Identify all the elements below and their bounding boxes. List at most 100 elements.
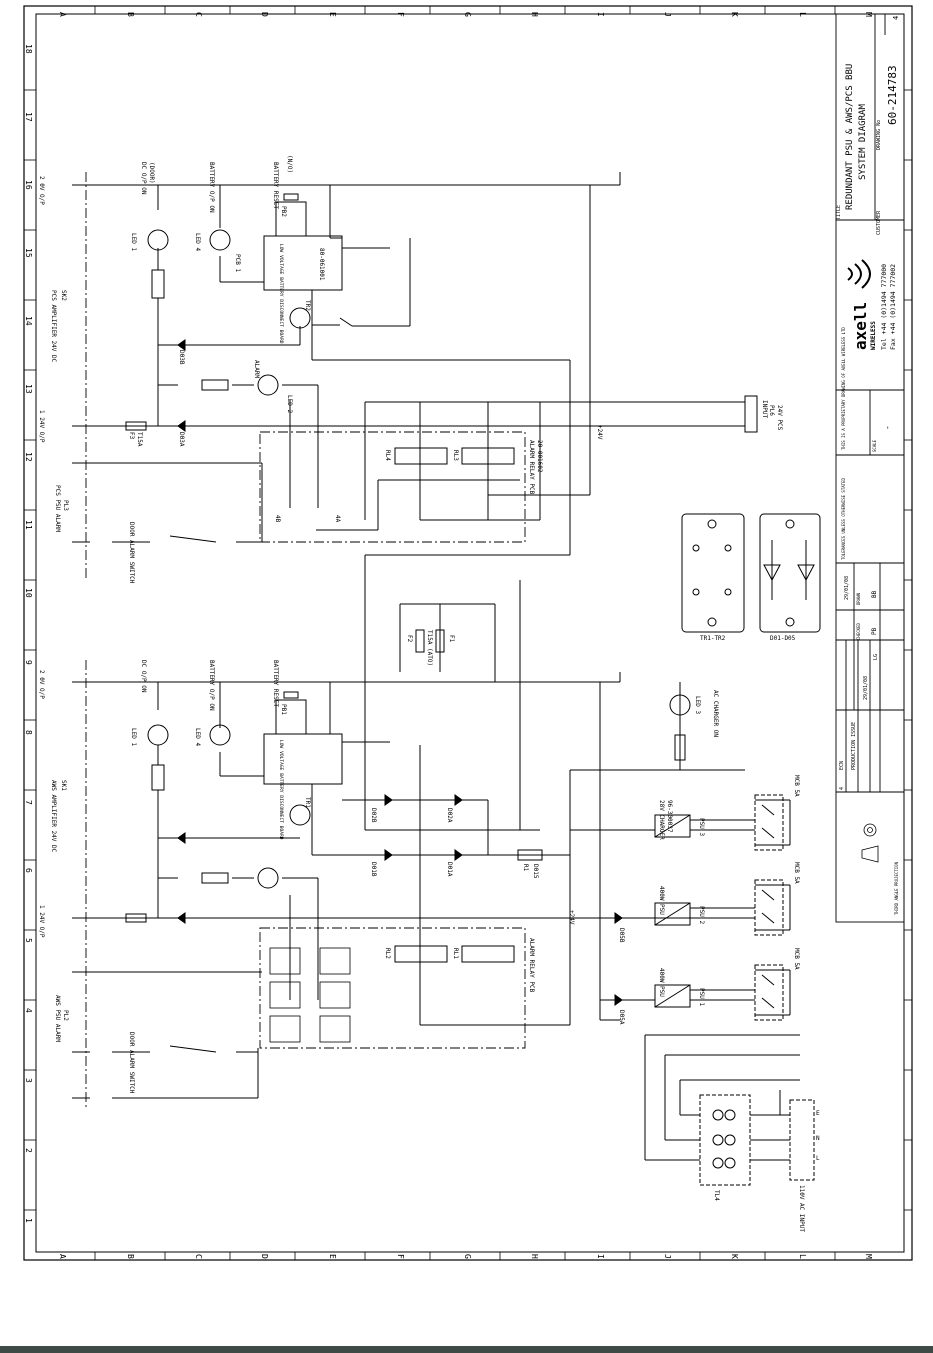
- grid-col-m: M: [864, 12, 873, 17]
- d01a-diode: [454, 849, 463, 861]
- grid-col-e: E: [328, 12, 337, 17]
- d01b-label: D01B: [370, 862, 377, 877]
- door-top-label: (DOOR): [148, 162, 155, 184]
- date-value: 29/01/08: [844, 576, 850, 600]
- led1-bottom-label: LED 1: [130, 728, 137, 746]
- op2-top-label: 2 0V O/P: [38, 176, 45, 205]
- d03b-label: D03B: [178, 350, 185, 365]
- grid-col-j: J: [663, 12, 672, 17]
- grid-col-b: B: [126, 12, 135, 17]
- ac-input-label: 110V AC INPUT: [798, 1185, 805, 1232]
- battery-reset-bottom-label: BATTERY RESET: [272, 660, 279, 707]
- grid-ticks: [24, 6, 912, 1260]
- amp-boundaries: [85, 172, 526, 1110]
- grid-row-18: 18: [24, 44, 33, 54]
- grid-row-5: 5: [24, 938, 33, 943]
- grid-col-f: F: [396, 12, 405, 17]
- led4-top-label: LED 4: [194, 233, 201, 251]
- grid-col-d: D: [260, 12, 269, 17]
- d05a-label: D05A: [618, 1010, 625, 1025]
- resistor-top: [151, 269, 165, 299]
- grid-row-14: 14: [24, 316, 33, 326]
- relay-pcb-top-label: ALARM RELAY PCB: [528, 440, 535, 495]
- d02b-diode: [384, 794, 393, 806]
- pcs-psu-alarm-label: PCS PSU ALARM: [54, 485, 61, 532]
- grid-row-6: 6: [24, 868, 33, 873]
- relay-pcb-bottom-label: ALARM RELAY PCB: [528, 938, 535, 993]
- title-block-text: TITLE REDUNDANT PSU & AWS/PCS BBU SYSTEM…: [836, 16, 900, 915]
- grid-col-e-bottom: E: [328, 1254, 337, 1259]
- bottom-wiring: [72, 580, 800, 1161]
- led4-bottom: [209, 724, 231, 746]
- psu-400w-2-label: 400W PSU: [658, 886, 665, 915]
- led1-top-label: LED 1: [130, 233, 137, 251]
- revision-by: LG: [873, 654, 879, 660]
- issue-number: 4: [892, 16, 900, 20]
- charger-label: 28V CHARGER: [658, 800, 665, 840]
- grid-col-j-bottom: J: [663, 1254, 672, 1259]
- no-top-label: (N/O): [286, 155, 293, 173]
- sk1-label: SK1: [60, 780, 67, 791]
- resistor-bottom: [151, 764, 165, 791]
- tr2-label: TR2: [304, 300, 311, 311]
- t15a-top-label: T15A: [136, 432, 143, 447]
- d01a-label: D01A: [446, 862, 453, 877]
- led2-top: [257, 374, 279, 396]
- grid-row-13: 13: [24, 384, 33, 394]
- battery-op-on-top-label: BATTERY O/P ON: [208, 162, 215, 213]
- terminal-e: E: [816, 1110, 820, 1117]
- led2-bottom: [257, 867, 279, 889]
- lvd-board-bottom-label: LOW VOLTAGE BATTERY DISCONNECT BOARD: [278, 740, 284, 840]
- op1-bottom-label: 1 24V O/P: [38, 905, 45, 938]
- grid-row-labels: 18 17 16 15 14 13 12 11 10 9 8 7 6 5 4 3…: [24, 44, 33, 1223]
- grid-row-2: 2: [24, 1148, 33, 1153]
- d03b-diode-top: [177, 339, 186, 351]
- grid-row-15: 15: [24, 248, 33, 258]
- axell-logo-mark: [847, 259, 871, 289]
- lvd-part-top-label: 80-061001: [318, 248, 325, 281]
- grid-row-7: 7: [24, 800, 33, 805]
- tr-package-label: TR1-TR2: [700, 635, 726, 642]
- mcb2-label: MCB 5A: [793, 862, 800, 884]
- ac-charger-on-label: AC CHARGER ON: [712, 690, 719, 737]
- company-fax: Fax +44 (0)1494 777002: [889, 264, 897, 350]
- charger-part-label: 96-300037: [666, 800, 673, 833]
- lvd-board-top: [263, 235, 343, 291]
- scale-label: SCALE: [872, 439, 877, 452]
- alarm-top-label: ALARM: [253, 360, 260, 378]
- fuse-f1: [435, 629, 445, 653]
- grid-col-m-bottom: M: [864, 1254, 873, 1259]
- revision-2-desc: ECN: [839, 761, 845, 770]
- title-line-1: REDUNDANT PSU & AWS/PCS BBU: [845, 64, 855, 210]
- checked-label: CHECKED: [856, 623, 861, 640]
- led3-ac-charger: [669, 694, 691, 716]
- inner-frame: [35, 13, 905, 1253]
- resistor-top-2: [201, 379, 229, 391]
- d01b-diode: [384, 849, 393, 861]
- plus24v-top-label: +24V: [596, 425, 603, 440]
- led4-bottom-label: LED 4: [194, 728, 201, 746]
- terminal-n: N: [816, 1135, 820, 1142]
- rl2: [394, 945, 448, 963]
- f2-label: F2: [406, 635, 413, 643]
- pcs-amplifier-label: PCS AMPLIFIER 24V DC: [50, 290, 57, 363]
- d05b-label: D05B: [618, 928, 625, 943]
- customer-label: CUSTOMER: [876, 210, 882, 235]
- rl4-label: RL4: [384, 450, 391, 461]
- led3-label: LED 3: [694, 696, 701, 714]
- dc-op-on-top-label: DC O/P ON: [140, 162, 147, 195]
- d03a-top-label: D03A: [178, 432, 185, 447]
- grid-col-a-bottom: A: [58, 1254, 67, 1259]
- grid-col-d-bottom: D: [260, 1254, 269, 1259]
- terminal-l: L: [816, 1155, 820, 1162]
- psu1-label: PSU 1: [698, 988, 705, 1006]
- grid-row-8: 8: [24, 730, 33, 735]
- pcs-24v-label: 24V PCS: [776, 405, 783, 431]
- title-block: [835, 13, 905, 923]
- drawn-value: BB: [871, 590, 878, 598]
- led1-top: [147, 229, 169, 251]
- pb2-label: PB2: [280, 206, 287, 217]
- rl3: [461, 447, 515, 465]
- drawing-no-label: DRAWING No: [876, 120, 882, 150]
- title-label: TITLE: [836, 205, 842, 220]
